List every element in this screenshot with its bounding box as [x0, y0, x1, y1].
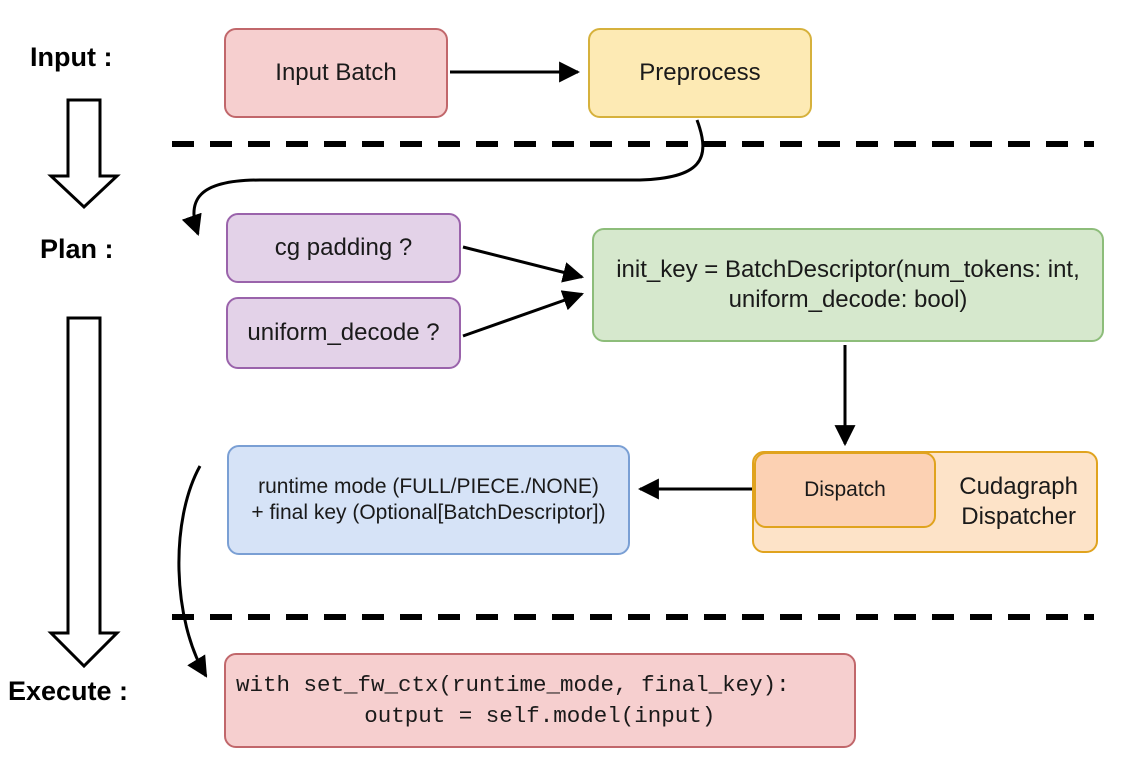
stage-label-input: Input :: [30, 42, 113, 72]
preprocess-node[interactable]: Preprocess: [588, 28, 812, 118]
edge-cg-padding-to-init-key: [462, 245, 585, 283]
uniform-decode-node[interactable]: uniform_decode ?: [226, 297, 461, 369]
runtime-mode-node[interactable]: runtime mode (FULL/PIECE./NONE) + final …: [227, 445, 630, 555]
stage-label-plan: Plan :: [40, 234, 114, 264]
stage-arrow-input-to-plan: [47, 98, 121, 210]
stage-label-execute: Execute :: [8, 676, 129, 706]
cg-padding-node[interactable]: cg padding ?: [226, 213, 461, 283]
dispatch-node[interactable]: Dispatch: [754, 452, 936, 528]
execute-code-node[interactable]: with set_fw_ctx(runtime_mode, final_key)…: [224, 653, 856, 748]
input-batch-node[interactable]: Input Batch: [224, 28, 448, 118]
stage-arrow-plan-to-execute: [47, 316, 121, 669]
edge-runtime-mode-to-execute-code: [177, 465, 208, 678]
edge-preprocess-to-cg-padding: [181, 119, 705, 236]
init-key-node[interactable]: init_key = BatchDescriptor(num_tokens: i…: [592, 228, 1104, 342]
edge-uniform-decode-to-init-key: [462, 290, 584, 338]
